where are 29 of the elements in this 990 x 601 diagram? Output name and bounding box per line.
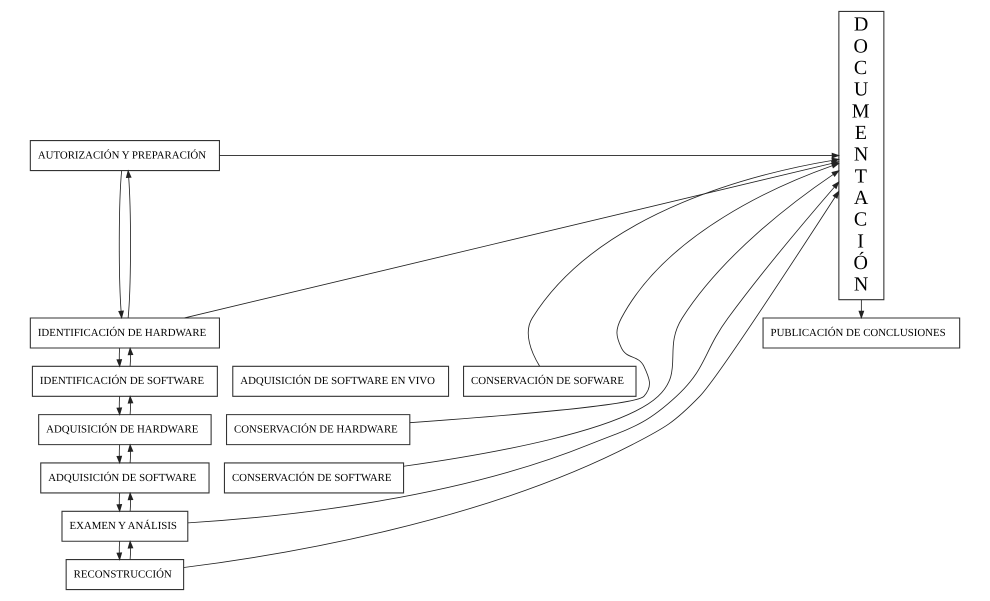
node-box: EXAMEN Y ANÁLISIS	[61, 510, 188, 542]
arrow	[858, 300, 864, 320]
arrow	[128, 346, 134, 367]
arrow	[403, 170, 840, 467]
arrow	[116, 348, 122, 368]
arrow	[126, 170, 132, 318]
arrow	[116, 396, 122, 416]
node-box: ADQUISICIÓN DE HARDWARE	[38, 414, 212, 446]
arrow	[118, 170, 124, 320]
arrow	[116, 492, 122, 513]
node-box: IDENTIFICACIÓN DE SOFTWARE	[32, 366, 218, 397]
arrow	[409, 163, 840, 424]
node-box: DOCUMENTACIÓN	[838, 10, 884, 300]
arrow	[219, 152, 840, 158]
node-box: CONSERVACIÓN DE SOFTWARE	[224, 462, 404, 494]
arrow	[116, 540, 122, 561]
node-box: AUTORIZACIÓN Y PREPARACIÓN	[30, 140, 220, 172]
node-box: CONSERVACIÓN DE SOFWARE	[463, 366, 637, 397]
node-box: ADQUISICIÓN DE SOFTWARE EN VIVO	[232, 366, 450, 397]
node-box: IDENTIFICACIÓN DE HARDWARE	[30, 317, 220, 349]
arrow	[128, 395, 134, 416]
node-box: ADQUISICIÓN DE SOFTWARE	[40, 462, 210, 494]
arrow	[128, 492, 134, 512]
arrow	[116, 444, 122, 464]
arrow	[128, 540, 134, 560]
arrow	[128, 443, 134, 464]
node-box: PUBLICACIÓN DE CONCLUSIONES	[762, 317, 960, 349]
node-box: RECONSTRUCCIÓN	[66, 559, 184, 590]
node-box: CONSERVACIÓN DE HARDWARE	[226, 414, 410, 446]
